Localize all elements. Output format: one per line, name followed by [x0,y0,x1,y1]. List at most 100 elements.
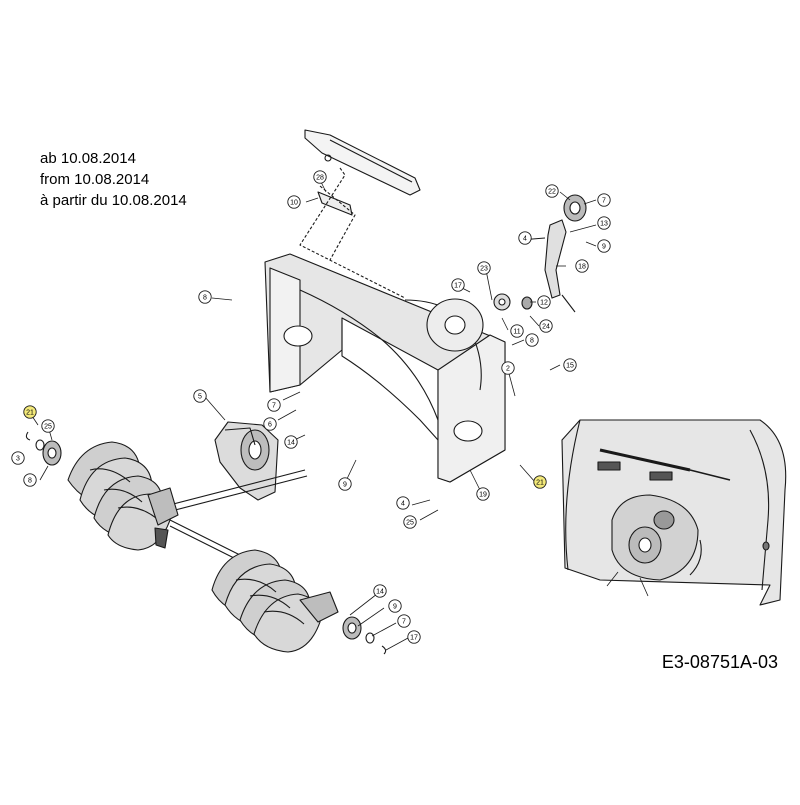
callout-label: 7 [272,403,276,410]
callout: 8 [23,473,37,487]
callout-circle [313,170,327,184]
callout-circle [518,231,532,245]
callout: 25 [41,419,55,433]
callout-circle [11,451,25,465]
callout-circle [563,358,577,372]
drive-shaft [304,129,421,196]
callout: 17 [407,630,421,644]
callout-label: 8 [28,478,32,485]
callout: 3 [11,451,25,465]
callout-circle [373,584,387,598]
callout-circle [267,398,281,412]
right-auger [211,549,339,653]
callout: 28 [313,170,327,184]
callout: 8 [198,290,212,304]
callout-label: 14 [287,440,295,447]
shaft-bracket [317,191,353,216]
callout-circle [597,216,611,230]
callout-circle [23,405,37,419]
callout-label: 14 [376,589,384,596]
callout-label: 25 [44,424,52,431]
callout: 25 [403,515,417,529]
callout-circle [477,261,491,275]
callout: 19 [476,487,490,501]
callout: 5 [193,389,207,403]
callout-label: 12 [540,300,548,307]
left-bearing-assembly [25,431,62,466]
callout-circle [525,333,539,347]
callout-label: 25 [406,520,414,527]
callout-label: 8 [530,338,534,345]
callout-circle [407,630,421,644]
callout-label: 9 [602,244,606,251]
date-note-german: ab 10.08.2014 [40,150,136,167]
callout-circle [338,477,352,491]
callout-label: 18 [578,264,586,271]
callout: 9 [388,599,402,613]
callout-circle [396,496,410,510]
callout: 14 [284,435,298,449]
callout: 17 [451,278,465,292]
gearbox [214,421,279,501]
callout-circle [403,515,417,529]
callout: 9 [338,477,352,491]
callout: 24 [539,319,553,333]
callout-circle [397,614,411,628]
callout-label: 22 [548,189,556,196]
callout: 13 [597,216,611,230]
callout-circle [193,389,207,403]
callout: 10 [287,195,301,209]
callout-circle [597,193,611,207]
callout-label: 17 [410,635,418,642]
callout-circle [510,324,524,338]
callout-circle [575,259,589,273]
callout-circle [476,487,490,501]
callout-circle [451,278,465,292]
callout: 7 [597,193,611,207]
callout-label: 10 [290,200,298,207]
callout-circle [537,295,551,309]
pulley-bracket [493,194,587,313]
callout-label: 17 [454,283,462,290]
callout: 2 [501,361,515,375]
auger-housing [264,253,506,483]
callout: 12 [537,295,551,309]
callout: 4 [396,496,410,510]
callout-label: 7 [402,619,406,626]
callout-circle [198,290,212,304]
callout-layer: 2810227139181211238172448152576914212538… [11,170,611,644]
date-note-french: à partir du 10.08.2014 [40,192,187,209]
callout: 9 [597,239,611,253]
callout-label: 8 [203,295,207,302]
callout: 14 [373,584,387,598]
callout: 7 [267,398,281,412]
callout: 7 [397,614,411,628]
callout: 22 [545,184,559,198]
callout: 11 [510,324,524,338]
callout-circle [23,473,37,487]
callout-label: 4 [401,501,405,508]
callout-circle [41,419,55,433]
callout-label: 13 [600,221,608,228]
callout-label: 21 [26,410,34,417]
assembled-view [561,419,787,606]
left-auger [67,441,179,551]
callout-label: 4 [523,236,527,243]
callout-circle [287,195,301,209]
right-bearing-assembly [342,616,387,655]
callout: 15 [563,358,577,372]
callout-circle [263,417,277,431]
callout-label: 11 [513,329,520,336]
callout-label: 2 [506,366,510,373]
callout-circle [284,435,298,449]
callout-label: 3 [16,456,20,463]
date-note-english: from 10.08.2014 [40,171,150,188]
callout-circle [545,184,559,198]
callout-label: 5 [198,394,202,401]
callout-label: 28 [316,175,324,182]
callout: 18 [575,259,589,273]
effective-date-note: ab 10.08.2014 from 10.08.2014 à partir d… [40,148,187,211]
callout: 4 [518,231,532,245]
